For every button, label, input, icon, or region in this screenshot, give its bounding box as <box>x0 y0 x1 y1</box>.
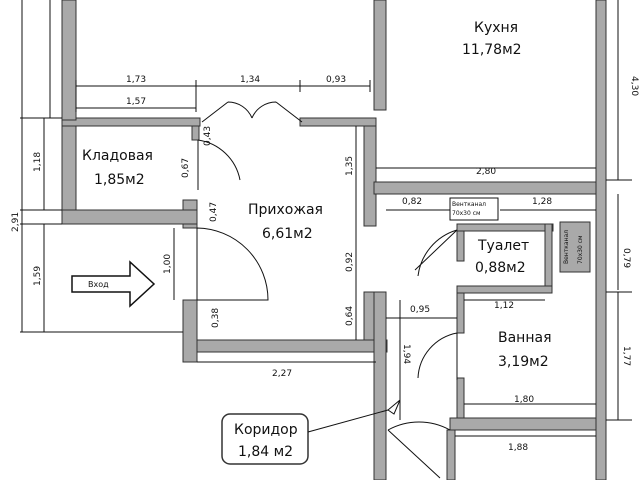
vent-label-1: Вентканал <box>452 201 486 208</box>
corridor-label-box <box>221 413 309 465</box>
wall-hall-top-right <box>299 117 377 127</box>
bathroom-name: Ванная <box>498 330 552 346</box>
dim-194: 1,94 <box>401 344 411 364</box>
dim-118: 1,18 <box>33 152 43 172</box>
corridor-area: 1,84 м2 <box>238 444 293 460</box>
door-storage <box>197 139 241 190</box>
wall-toilet-right <box>544 223 553 293</box>
hallway-name: Прихожая <box>248 202 323 218</box>
wall-corridor-left <box>373 291 387 480</box>
dim-064: 0,64 <box>345 306 355 326</box>
dim-067: 0,67 <box>181 158 191 178</box>
entrance-arrow <box>71 260 156 308</box>
dimension-labels: 1,73 1,34 0,93 1,57 1,18 2,91 1,59 0,43 … <box>11 75 639 453</box>
wall-right-outer <box>595 0 607 480</box>
bathroom-area: 3,19м2 <box>498 354 549 370</box>
door-corridor <box>387 421 451 479</box>
vent-shaft-right <box>559 221 591 273</box>
dim-430: 4,30 <box>629 76 639 96</box>
corridor-name: Коридор <box>234 422 298 438</box>
wall-bath-left <box>456 292 465 334</box>
dim-095: 0,95 <box>410 305 430 315</box>
door-entrance <box>196 227 269 301</box>
walls <box>61 0 607 480</box>
dim-092: 0,92 <box>345 252 355 272</box>
dimension-lines <box>20 0 632 437</box>
doors <box>196 101 458 479</box>
wall-toilet-top <box>456 223 554 232</box>
toilet-name: Туалет <box>477 238 529 254</box>
dim-177: 1,77 <box>621 346 631 366</box>
dim-173: 1,73 <box>126 75 146 85</box>
dim-135: 1,35 <box>345 156 355 176</box>
vent-box-center <box>449 197 499 221</box>
storage-area: 1,85м2 <box>94 172 145 188</box>
dim-047: 0,47 <box>209 202 219 222</box>
dim-038: 0,38 <box>211 308 221 328</box>
dim-128: 1,28 <box>532 197 552 207</box>
wall-upper-room-left <box>61 0 77 121</box>
kitchen-area: 11,78м2 <box>462 42 522 58</box>
wall-hall-bottom <box>196 339 388 353</box>
storage-name: Кладовая <box>82 148 153 164</box>
dim-100: 1,00 <box>163 254 173 274</box>
dim-079: 0,79 <box>621 248 631 268</box>
dim-157: 1,57 <box>126 97 146 107</box>
dim-180: 1,80 <box>514 395 534 405</box>
entrance-label: Вход <box>88 280 109 289</box>
wall-storage-bottom <box>61 209 198 225</box>
door-toilet <box>414 229 458 277</box>
kitchen-name: Кухня <box>474 20 518 36</box>
dim-280: 2,80 <box>476 167 496 177</box>
vent-size-2: 70х30 см <box>577 235 584 264</box>
wall-upper-divider <box>373 0 387 111</box>
dim-112: 1,12 <box>494 301 514 311</box>
wall-bath-left-low <box>456 377 465 421</box>
dim-291: 2,91 <box>11 212 21 232</box>
hallway-area: 6,61м2 <box>262 226 313 242</box>
corridor-callout-arrow <box>387 399 401 415</box>
dim-227: 2,27 <box>272 369 292 379</box>
wall-storage-top <box>61 117 201 127</box>
room-labels: Кухня 11,78м2 Кладовая 1,85м2 Прихожая 6… <box>82 20 552 460</box>
dim-082: 0,82 <box>402 197 422 207</box>
wall-hall-right-upper <box>363 125 377 227</box>
dim-188: 1,88 <box>508 443 528 453</box>
corridor-callout-line <box>307 409 389 433</box>
wall-left-lower <box>182 299 198 363</box>
wall-corridor-right <box>446 429 456 480</box>
dim-093: 0,93 <box>326 75 346 85</box>
vent-label-2: Вентканал <box>563 230 570 264</box>
door-bathroom <box>417 332 458 380</box>
wall-kitchen-bottom <box>373 181 605 195</box>
wall-storage-right <box>191 125 200 141</box>
dim-159: 1,59 <box>33 266 43 286</box>
wall-toilet-left <box>456 230 465 262</box>
toilet-area: 0,88м2 <box>475 260 526 276</box>
door-double-top <box>201 101 303 123</box>
wall-bath-bottom <box>449 417 606 431</box>
wall-toilet-bottom <box>456 285 553 294</box>
vent-size-1: 70х30 см <box>452 210 481 217</box>
dim-043: 0,43 <box>203 126 213 146</box>
dim-134: 1,34 <box>240 75 260 85</box>
